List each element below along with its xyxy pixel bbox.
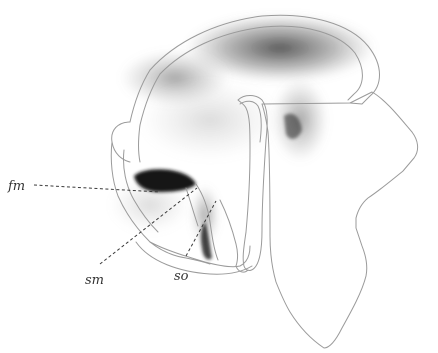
cortex-shading [110, 14, 375, 245]
label-so: so [174, 269, 189, 284]
label-sm: sm [85, 273, 104, 288]
label-fm: fm [7, 179, 25, 194]
